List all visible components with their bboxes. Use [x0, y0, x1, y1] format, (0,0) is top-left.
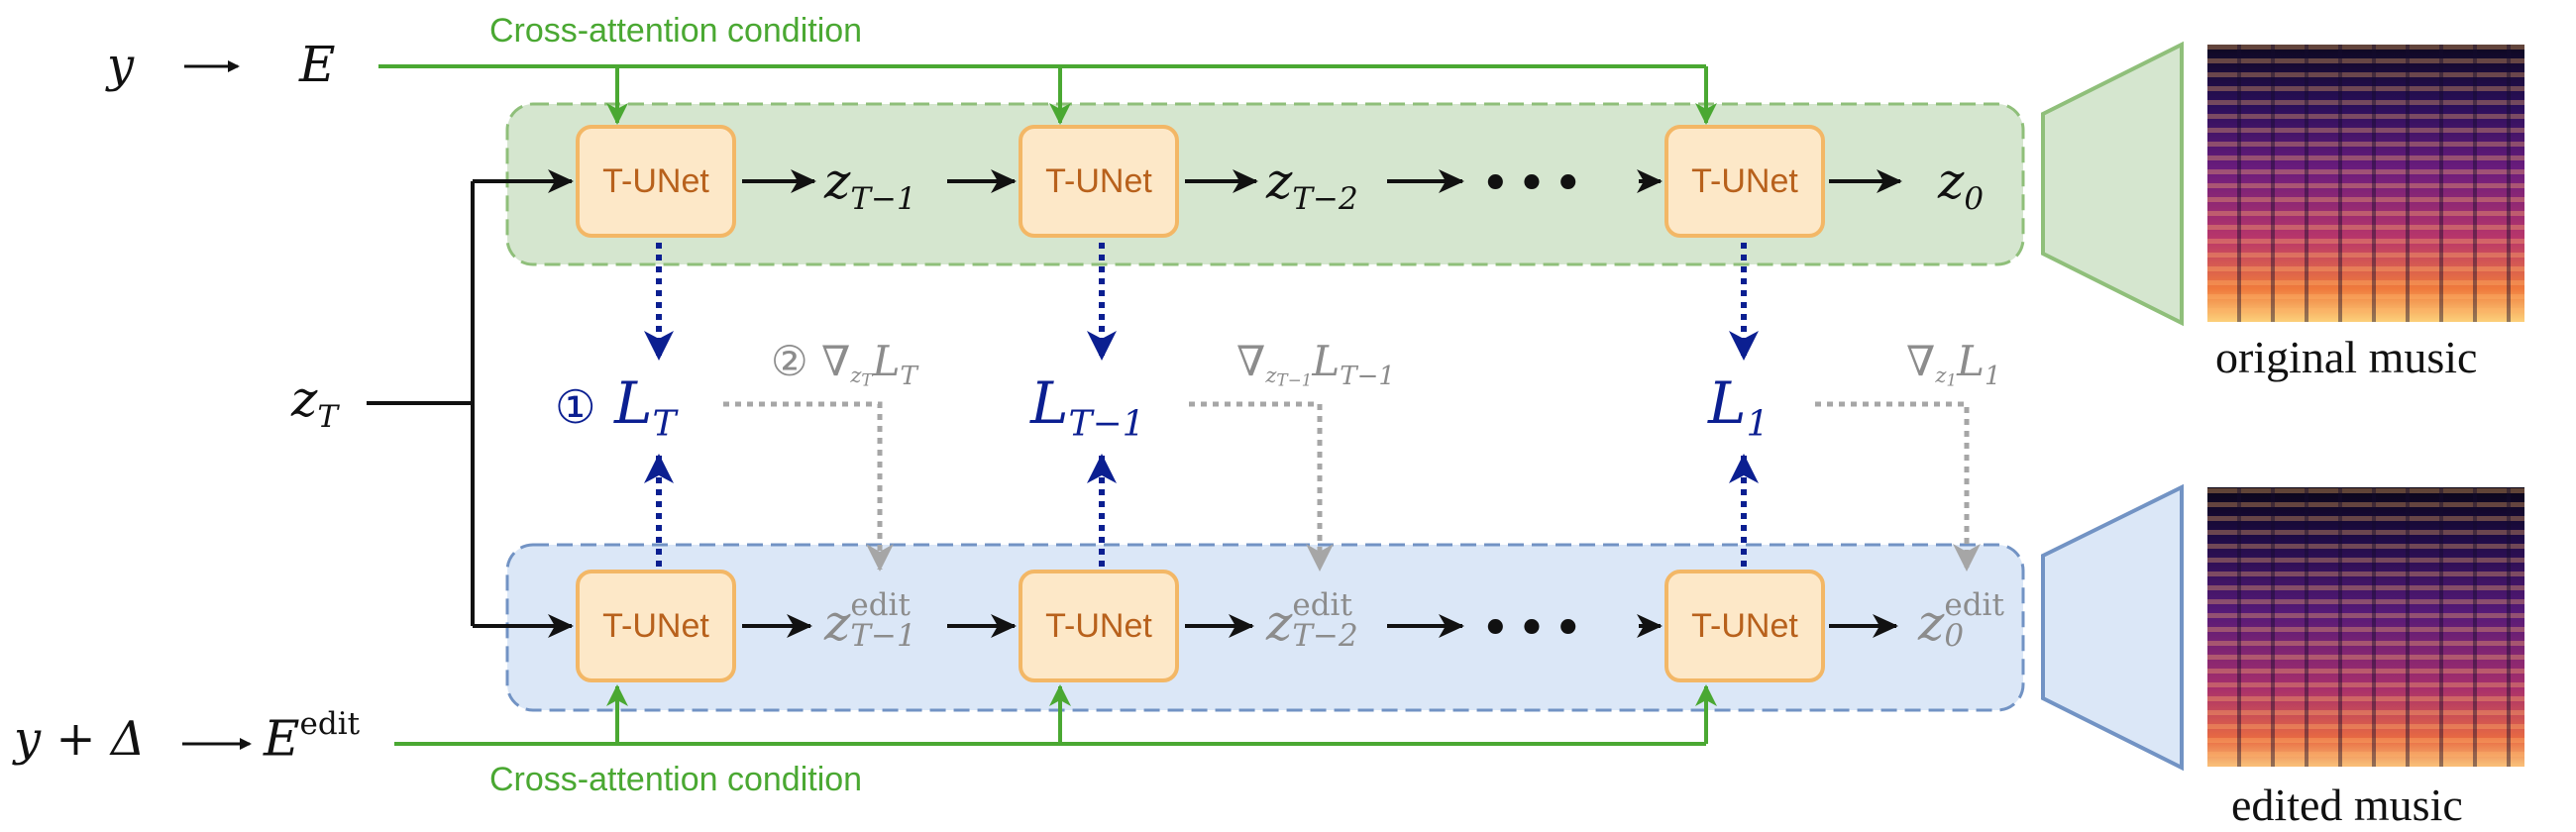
top-latent-1: zT−1: [824, 153, 916, 217]
gradient-2: ∇zT−1LT−1: [1236, 337, 1395, 392]
zT-label: zT: [291, 370, 339, 435]
zT-branch-lines: [367, 169, 574, 638]
loss-3: L1: [1708, 369, 1770, 445]
top-cross-attention-label: Cross-attention condition: [489, 12, 863, 50]
t-unet-top-1: T-UNet: [576, 125, 736, 238]
t-unet-top-2: T-UNet: [1019, 125, 1179, 238]
loss-arrows-down: [644, 243, 1759, 361]
caption-original: original music: [2215, 332, 2478, 382]
bottom-cross-attention-label: Cross-attention condition: [489, 761, 863, 798]
t-unet-top-3: T-UNet: [1664, 125, 1825, 238]
loss-2: LT−1: [1030, 369, 1145, 445]
top-pipeline-panel: [505, 102, 2025, 266]
t-unet-bottom-2: T-UNet: [1019, 570, 1179, 682]
top-latent-3: z0: [1938, 153, 1985, 217]
top-input-y: y: [107, 38, 135, 93]
gradient-3: ∇z1L1: [1906, 337, 2001, 392]
loss-1: ① LT: [555, 369, 677, 445]
spectrogram-bottom-image: [2207, 487, 2524, 767]
gradient-1: ② ∇zTLT: [771, 337, 917, 392]
top-cross-attention-lines: [378, 64, 1717, 125]
decoder-bottom-icon: [2041, 483, 2184, 772]
decoder-top-icon: [2041, 41, 2184, 327]
gradient-paths: [723, 401, 1981, 572]
caption-edited: edited music: [2231, 780, 2463, 830]
t-unet-bottom-1: T-UNet: [576, 570, 736, 682]
spectrogram-top-image: [2207, 45, 2524, 322]
t-unet-bottom-3: T-UNet: [1664, 570, 1825, 682]
bottom-ellipsis: •••: [1480, 599, 1590, 659]
top-ellipsis: •••: [1480, 155, 1590, 214]
bottom-input-E: Eedit: [264, 706, 361, 768]
bottom-cross-attention-lines: [394, 684, 1717, 746]
top-input-E: E: [299, 36, 336, 93]
bottom-input-prefix: y + Δ: [14, 711, 146, 767]
top-latent-2: zT−2: [1266, 153, 1358, 217]
